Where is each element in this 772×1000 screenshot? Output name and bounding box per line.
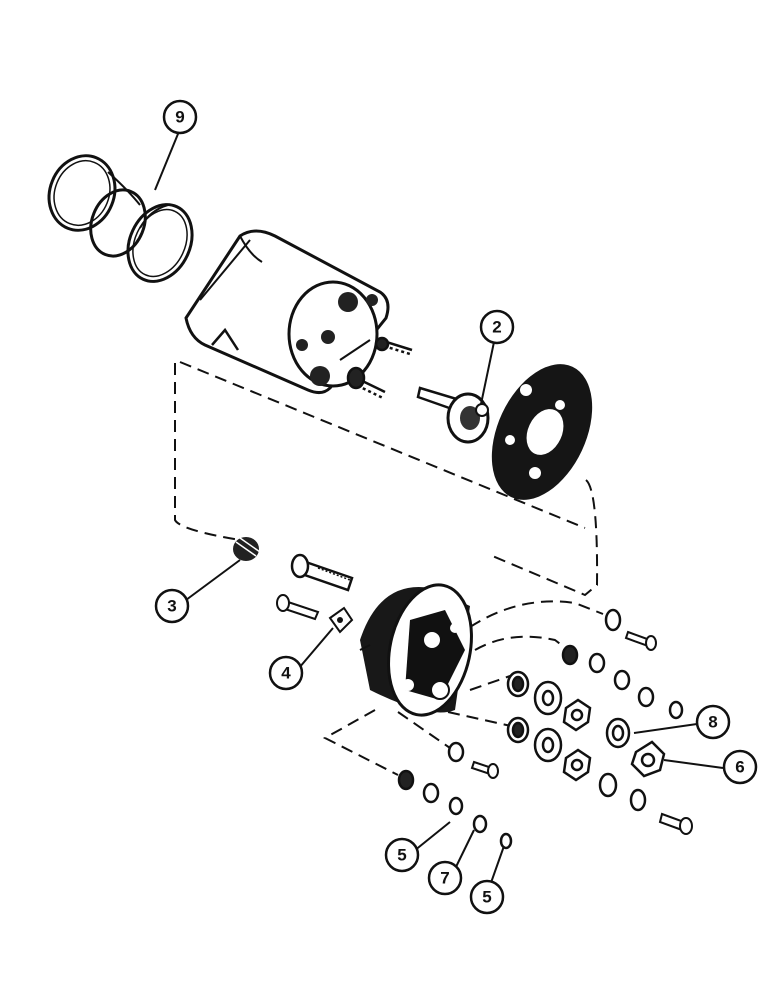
callout-6: 6 [722, 749, 758, 785]
terminal-studs [339, 336, 413, 400]
small-spring [233, 537, 261, 561]
contact-disc [491, 364, 593, 500]
callout-5-lower: 5 [469, 879, 505, 915]
svg-text:9: 9 [175, 108, 184, 127]
plunger [416, 386, 490, 444]
svg-text:7: 7 [440, 869, 449, 888]
callout-7: 7 [427, 860, 463, 896]
spring-coils [47, 154, 194, 283]
short-bolt [276, 594, 320, 621]
callout-4: 4 [268, 655, 304, 691]
terminal-cover [359, 583, 473, 717]
callout-3: 3 [154, 588, 190, 624]
svg-text:6: 6 [735, 758, 744, 777]
svg-text:5: 5 [397, 846, 406, 865]
long-bolt [290, 553, 354, 592]
assembly-leader-lines [174, 361, 604, 776]
svg-text:4: 4 [281, 664, 291, 683]
svg-text:5: 5 [482, 888, 491, 907]
hardware-screws [470, 630, 693, 835]
callout-2: 2 [479, 309, 515, 345]
callout-8: 8 [695, 704, 731, 740]
lock-tab [328, 606, 354, 634]
svg-text:2: 2 [492, 318, 501, 337]
callout-5-upper: 5 [384, 837, 420, 873]
callout-9: 9 [162, 99, 198, 135]
hardware-washers [397, 608, 684, 850]
solenoid-housing [184, 229, 390, 395]
svg-text:3: 3 [167, 597, 176, 616]
svg-text:8: 8 [708, 713, 717, 732]
